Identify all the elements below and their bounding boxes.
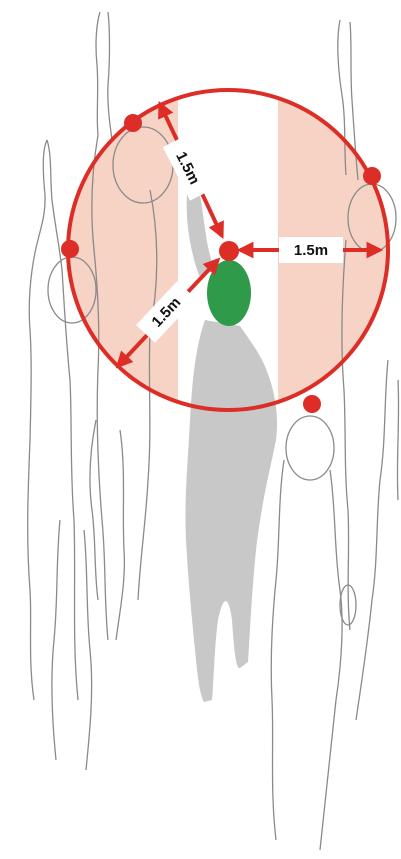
position-dot-center bbox=[219, 241, 239, 261]
position-dot bbox=[363, 167, 381, 185]
position-dot bbox=[303, 395, 321, 413]
distance-label-right-text: 1.5m bbox=[294, 242, 328, 259]
position-dot bbox=[61, 240, 79, 258]
distance-label-right: 1.5m bbox=[279, 237, 343, 263]
person-outline bbox=[90, 420, 124, 640]
person-outline bbox=[356, 360, 399, 720]
person-outline bbox=[52, 520, 92, 770]
center-person-body bbox=[185, 320, 277, 702]
position-dot bbox=[124, 114, 142, 132]
person-outline bbox=[271, 460, 342, 850]
center-person-head bbox=[207, 260, 251, 326]
person-outline-head bbox=[286, 416, 334, 480]
